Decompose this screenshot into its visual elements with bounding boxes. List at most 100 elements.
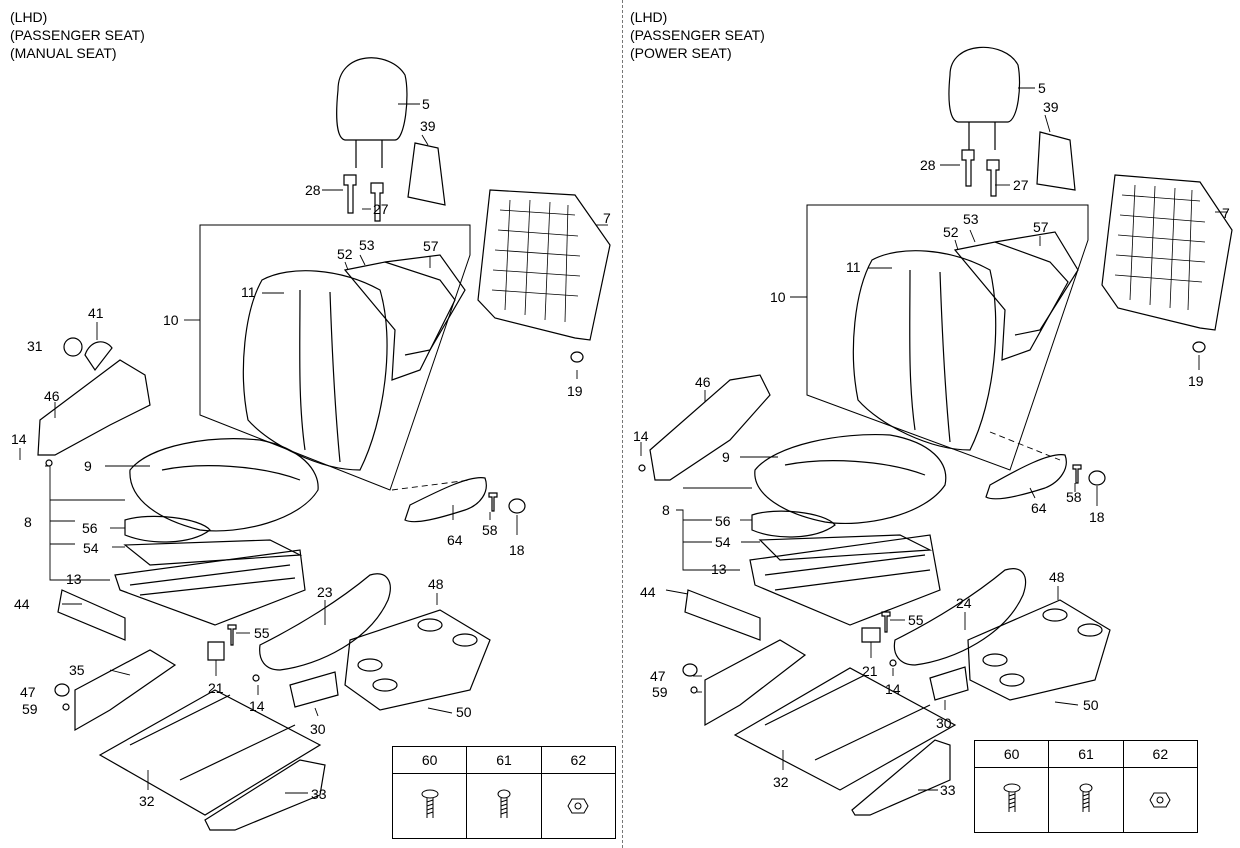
callout-39: 39 [420,118,436,134]
diagram-header: (LHD) (PASSENGER SEAT) (POWER SEAT) [630,8,765,62]
manual-seat-diagram: (LHD) (PASSENGER SEAT) (MANUAL SEAT) [10,9,617,839]
headrest-part [948,46,1021,123]
fastener-header: 62 [1122,740,1199,768]
back-panel-part [1101,174,1233,331]
exploded-seat-drawing: 5 39 28 27 7 53 52 57 11 10 46 19 14 9 8… [633,46,1233,816]
callout-13: 13 [66,571,82,587]
callout-21: 21 [862,663,878,679]
callout-58: 58 [482,522,498,538]
callout-48: 48 [1049,569,1065,585]
callout-30: 30 [936,715,952,731]
callout-54: 54 [83,540,99,556]
fastener-header: 61 [466,746,542,774]
guide-part [370,182,384,222]
panel-divider [622,0,623,848]
screw-icon [1079,783,1093,812]
guide-part [343,174,357,214]
header-line: (PASSENGER SEAT) [630,27,765,43]
callout-48: 48 [428,576,444,592]
screw-icon [1003,783,1021,812]
callout-50: 50 [1083,697,1099,713]
cover-part [851,739,951,816]
side-shield-part [893,568,1027,666]
seatback-cushion-part [852,250,997,451]
callout-59: 59 [22,701,38,717]
callout-56: 56 [715,513,731,529]
callout-18: 18 [1089,509,1105,525]
callout-18: 18 [509,542,525,558]
callout-9: 9 [722,449,730,465]
screw-icon [421,789,439,818]
callout-59: 59 [652,684,668,700]
bracket-part [289,671,339,708]
callout-5: 5 [1038,80,1046,96]
rail-part [733,667,957,791]
rail-part [98,689,322,816]
nut-icon [567,798,589,813]
fastener-header: 62 [540,746,617,774]
tray-part [344,609,491,711]
header-line: (POWER SEAT) [630,45,732,61]
cover-part [649,374,771,481]
header-line: (LHD) [630,9,668,25]
callout-57: 57 [1033,219,1049,235]
seatback-cushion-part [242,270,388,471]
headrest-part [336,57,408,141]
callout-41: 41 [88,305,104,321]
callout-7: 7 [603,210,611,226]
callout-52: 52 [337,246,353,262]
callout-7: 7 [1222,205,1230,221]
seat-cushion-part [129,438,319,532]
callout-8: 8 [662,502,670,518]
seat-frame-part [749,534,941,626]
callout-32: 32 [773,774,789,790]
callout-10: 10 [163,312,179,328]
side-cover-part [684,589,761,641]
callout-39: 39 [1043,99,1059,115]
fastener-header: 60 [391,746,468,774]
side-shield-part [259,573,391,671]
tray-part [967,599,1111,701]
power-seat-diagram: (LHD) (PASSENGER SEAT) (POWER SEAT) [626,0,1240,848]
callout-46: 46 [44,388,60,404]
callout-52: 52 [943,224,959,240]
callout-33: 33 [311,786,327,802]
fastener-header: 60 [973,740,1050,768]
callout-13: 13 [711,561,727,577]
back-panel-part [477,189,611,341]
exploded-seat-drawing: 5 39 28 27 7 52 53 57 11 10 41 31 19 46 … [11,57,611,831]
callout-5: 5 [422,96,430,112]
callout-14: 14 [885,681,901,697]
callout-47: 47 [650,668,666,684]
callout-31: 31 [27,338,43,354]
callout-28: 28 [920,157,936,173]
armrest-part [404,477,487,523]
callout-24: 24 [956,595,972,611]
callout-47: 47 [20,684,36,700]
side-cover-part [57,589,126,641]
foam-part [343,261,456,381]
callout-50: 50 [456,704,472,720]
callout-44: 44 [640,584,656,600]
fastener-table: 60 61 62 [973,740,1199,833]
callout-19: 19 [567,383,583,399]
callout-44: 44 [14,596,30,612]
nut-icon [1149,792,1171,807]
foam-part [953,241,1069,361]
callout-35: 35 [69,662,85,678]
callout-14: 14 [249,698,265,714]
callout-23: 23 [317,584,333,600]
callout-64: 64 [447,532,463,548]
callout-64: 64 [1031,500,1047,516]
cover-part [37,359,151,456]
screw-icon [497,789,511,818]
callout-14: 14 [11,431,27,447]
callout-11: 11 [241,284,256,300]
bracket-part [704,639,807,727]
callout-21: 21 [208,680,224,696]
callout-19: 19 [1188,373,1204,389]
header-line: (MANUAL SEAT) [10,45,117,61]
bracket-part [929,666,969,701]
callout-46: 46 [695,374,711,390]
cover-part [84,341,113,372]
